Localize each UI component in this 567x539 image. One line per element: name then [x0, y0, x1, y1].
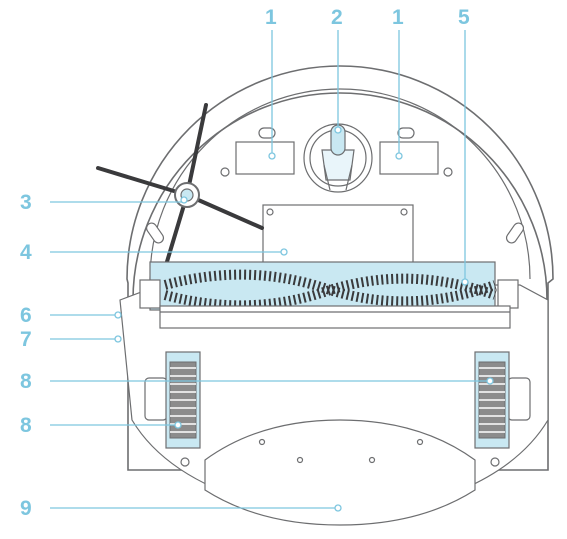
callout-leaders — [50, 30, 494, 512]
callout-5: 5 — [458, 6, 470, 29]
callout-7: 7 — [20, 328, 32, 351]
callout-3: 3 — [20, 191, 32, 214]
callout-2: 2 — [331, 6, 343, 29]
callout-9: 9 — [20, 497, 32, 520]
drive-wheel-left — [144, 351, 201, 449]
drive-wheel-right — [474, 351, 531, 449]
callout-8-left: 8 — [20, 414, 32, 437]
callout-labels: 1 2 1 5 3 4 6 7 8 8 9 — [20, 6, 470, 520]
callout-1-right: 1 — [392, 6, 404, 29]
callout-1-left: 1 — [265, 6, 277, 29]
cliff-sensor-right — [379, 127, 439, 175]
cliff-sensor-left — [235, 127, 295, 175]
callout-6: 6 — [20, 304, 32, 327]
battery-cover — [262, 204, 414, 268]
main-brush-assembly — [139, 261, 519, 329]
callout-4: 4 — [20, 241, 32, 264]
callout-8-right: 8 — [20, 370, 32, 393]
caster-wheel — [303, 123, 373, 193]
dust-bin — [204, 419, 476, 526]
